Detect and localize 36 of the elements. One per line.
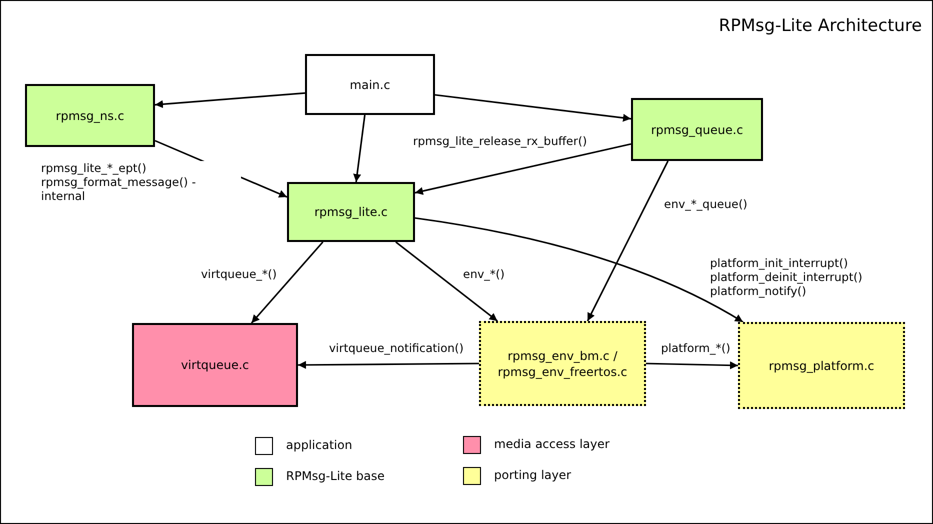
legend-label: media access layer (494, 436, 610, 452)
arrow (414, 217, 744, 323)
file-box (631, 98, 763, 161)
edge-label: rpmsg_lite_*_ept() rpmsg_format_message() - internal (41, 161, 241, 203)
arrow (646, 361, 738, 370)
legend-label: porting layer (494, 467, 572, 483)
file-box (738, 322, 905, 409)
file-name: virtqueue.c (180, 357, 250, 373)
edge-label: platform_*() (661, 341, 730, 355)
file-name: main.c (350, 76, 390, 92)
arrow (353, 114, 366, 182)
arrow (298, 360, 479, 369)
edge-label: virtqueue_notification() (329, 341, 464, 355)
arrow (414, 143, 632, 195)
file-name: rpmsg_lite.c (314, 204, 388, 220)
edge-label: env_*() (463, 267, 505, 281)
legend-label: RPMsg-Lite base (286, 468, 385, 484)
file-box (25, 84, 155, 147)
file-name: rpmsg_env_bm.c / rpmsg_env_freertos.c (497, 348, 628, 380)
arrow (434, 94, 632, 122)
arrow (586, 160, 669, 322)
file-box (287, 182, 415, 242)
legend-label: application (286, 437, 352, 453)
file-box (479, 321, 646, 406)
arrow (250, 241, 324, 324)
edge-label: env_*_queue() (664, 197, 748, 211)
file-name: rpmsg_platform.c (768, 358, 874, 374)
edge-label: virtqueue_*() (201, 267, 277, 281)
file-name: rpmsg_queue.c (650, 122, 744, 138)
arrow (395, 241, 498, 322)
diagram-title: RPMsg-Lite Architecture (718, 16, 922, 36)
arrow (154, 92, 306, 108)
file-box (132, 323, 298, 407)
file-name: rpmsg_ns.c (56, 108, 124, 124)
file-box (305, 54, 435, 115)
edge-label: rpmsg_lite_release_rx_buffer() (413, 134, 587, 148)
